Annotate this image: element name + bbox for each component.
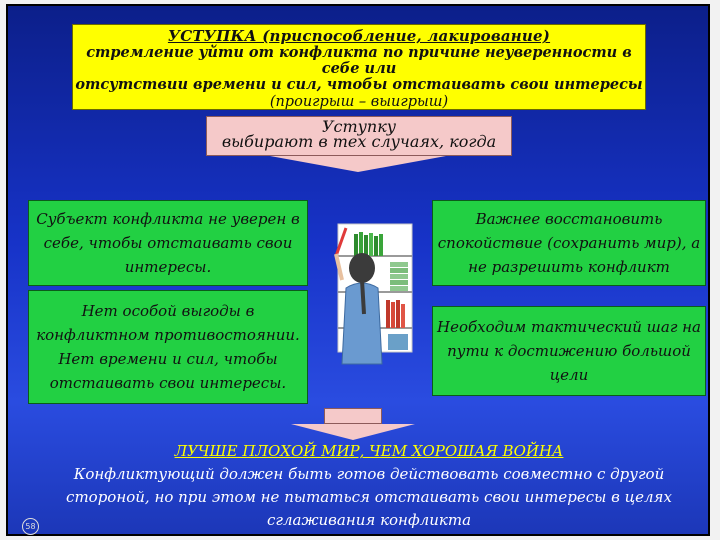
bottom-arrow-shaft	[324, 408, 382, 424]
case-text: Необходим тактический шаг на пути к дост…	[437, 318, 701, 384]
down-arrow-icon	[291, 424, 415, 440]
motto: ЛУЧШЕ ПЛОХОЙ МИР, ЧЕМ ХОРОШАЯ ВОЙНА	[174, 442, 564, 460]
case-text: Субъект конфликта не уверен в себе, чтоб…	[36, 210, 300, 276]
case-box-left-2: Нет особой выгоды в конфликтном противос…	[28, 290, 308, 404]
definition-line-2: отсутствии времени и сил, чтобы отстаива…	[75, 76, 643, 93]
page-number: 58	[22, 518, 39, 535]
choice-header-line-2: выбирают в тех случаях, когда	[221, 132, 497, 151]
slide-title: УСТУПКА (приспособление, лакирование)	[167, 27, 551, 45]
definition-box: УСТУПКА (приспособление, лакирование) ст…	[72, 24, 646, 110]
conclusion-text: Конфликтующий должен быть готов действов…	[66, 465, 672, 529]
woman-at-bookshelf-illustration	[334, 223, 413, 365]
choice-header-line-1: Уступку	[321, 117, 397, 136]
down-arrow-icon	[270, 156, 446, 172]
outcome-note: (проигрыш – выигрыш)	[269, 94, 449, 110]
slide: УСТУПКА (приспособление, лакирование) ст…	[6, 4, 710, 536]
case-text: Нет особой выгоды в конфликтном противос…	[36, 302, 300, 392]
conclusion: ЛУЧШЕ ПЛОХОЙ МИР, ЧЕМ ХОРОШАЯ ВОЙНА Конф…	[66, 440, 672, 532]
choice-header-box: Уступку выбирают в тех случаях, когда	[206, 116, 512, 156]
case-box-right-1: Важнее восстановить спокойствие (сохрани…	[432, 200, 706, 286]
case-text: Важнее восстановить спокойствие (сохрани…	[437, 210, 701, 276]
case-box-right-2: Необходим тактический шаг на пути к дост…	[432, 306, 706, 396]
case-box-left-1: Субъект конфликта не уверен в себе, чтоб…	[28, 200, 308, 286]
definition-line-1: стремление уйти от конфликта по причине …	[86, 44, 632, 77]
